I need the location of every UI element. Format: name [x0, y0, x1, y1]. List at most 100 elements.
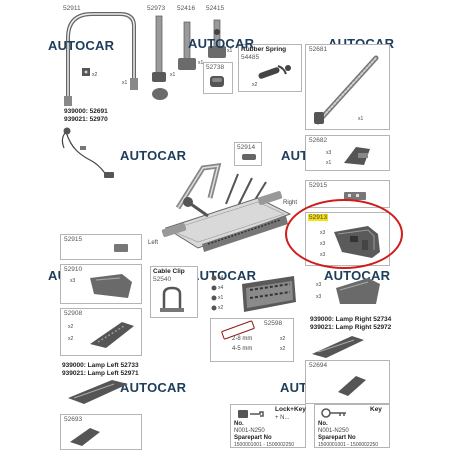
- panel-52693: [60, 414, 142, 450]
- light-bar-illustration: [242, 276, 296, 312]
- watermark: AUTOCAR: [188, 36, 255, 51]
- qty: x2: [68, 336, 74, 342]
- part-number: 52693: [64, 416, 83, 423]
- bolt-spec-2: 4-5 mm: [232, 346, 253, 352]
- watermark: AUTOCAR: [48, 38, 115, 53]
- key-no-label: No.: [318, 421, 328, 427]
- qty: x3: [70, 278, 76, 284]
- panel-52738: [203, 62, 233, 94]
- part-number: 52910: [64, 266, 83, 273]
- part-number: 52682: [309, 137, 328, 144]
- knob-illustration: [210, 76, 224, 87]
- watermark: AUTOCAR: [190, 268, 257, 283]
- part-number: 52915: [309, 182, 328, 189]
- qty: x1: [170, 72, 176, 78]
- lock-key-title: Lock+Key: [275, 406, 306, 413]
- panel-52682: [305, 135, 390, 171]
- spacer-illustration: [221, 320, 255, 340]
- part-number: 52738: [206, 64, 225, 71]
- qty: x1: [326, 160, 332, 166]
- cover-cap-illustration: [70, 428, 100, 446]
- end-cap-illustration: [338, 376, 366, 396]
- part-number: 52598: [264, 320, 283, 327]
- part-title: Cable Clip: [153, 268, 185, 275]
- part-number: 52911: [63, 5, 81, 12]
- lock-n-value: + N...: [275, 415, 290, 421]
- label-right: Right: [283, 200, 298, 206]
- key-sparepart-range: 1500001001 - 1500002250: [318, 442, 379, 448]
- panel-52915-left: [60, 234, 142, 260]
- lamp-left-illustration: [90, 322, 134, 348]
- cable-label-2: 939021: 52970: [64, 116, 108, 123]
- arm-clamp-illustration: [152, 15, 226, 100]
- panel-52694: [305, 360, 390, 404]
- qty: x4: [218, 275, 224, 281]
- bolt-spec-1: 2-8 mm: [232, 336, 253, 342]
- qty: x3: [326, 150, 332, 156]
- part-number: 52694: [309, 362, 328, 369]
- lock-no-label: No.: [234, 421, 244, 427]
- key-sparepart-label: Sparepart No: [318, 435, 356, 441]
- part-number: 52915: [64, 236, 83, 243]
- lamp-right-full-illustration: [312, 336, 364, 358]
- part-number: 52681: [309, 46, 328, 53]
- lamp-left-full-illustration: [68, 380, 128, 404]
- qty: x3: [316, 294, 322, 300]
- wiring-harness-illustration: [61, 127, 114, 178]
- qty: x1: [198, 60, 204, 66]
- screws-illustration: [211, 275, 217, 311]
- bracket-small-illustration: [114, 244, 128, 252]
- lamp-left-line-2: 939021: Lamp Left 52971: [62, 370, 139, 377]
- bike-carrier-illustration: [161, 163, 292, 252]
- qty: x2: [92, 72, 98, 78]
- lamp-left-line-1: 939000: Lamp Left 52733: [62, 362, 139, 369]
- strap-illustration: [314, 55, 379, 125]
- bracket-illustration: [344, 192, 366, 200]
- part-title: Rubber Spring: [241, 46, 287, 53]
- panel-key: [314, 404, 390, 448]
- part-number: 52914: [237, 144, 256, 151]
- qty: x3: [316, 282, 322, 288]
- lock-no-range: N001-N250: [234, 428, 265, 434]
- lamp-right-line-1: 939000: Lamp Right 52734: [310, 316, 392, 323]
- watermark: AUTOCAR: [324, 268, 391, 283]
- lamp-bracket-right-illustration: [336, 278, 380, 304]
- key-title: Key: [370, 406, 382, 413]
- arch-frame-illustration: [64, 12, 138, 106]
- panel-rubber-spring: [238, 44, 302, 92]
- cable-clip-illustration: [160, 286, 184, 312]
- qty: x2: [280, 346, 286, 352]
- buckle-illustration: [344, 147, 370, 165]
- lamp-right-line-2: 939021: Lamp Right 52972: [310, 324, 392, 331]
- watermark: AUTOCAR: [120, 380, 187, 395]
- qty: x1: [122, 80, 128, 86]
- clip-small-illustration: [242, 154, 256, 160]
- qty: x2: [280, 336, 286, 342]
- label-left: Left: [148, 240, 159, 246]
- qty: x2: [252, 82, 258, 88]
- key-icon: [321, 408, 346, 418]
- panel-52914: [234, 142, 262, 166]
- qty: x1: [358, 116, 364, 122]
- lock-sparepart-label: Sparepart No: [234, 435, 272, 441]
- qty: x1: [227, 48, 233, 54]
- cable-label-1: 939000: 52691: [64, 108, 108, 115]
- part-number: 54485: [241, 54, 260, 61]
- lamp-bracket-left-illustration: [90, 274, 132, 298]
- watermark: AUTOCAR: [120, 148, 187, 163]
- part-number: 52973: [147, 5, 166, 12]
- part-number: 52908: [64, 310, 83, 317]
- lock-icon: [238, 410, 264, 418]
- qty: x2: [218, 305, 224, 311]
- panel-52908: [60, 308, 142, 356]
- qty: x4: [218, 285, 224, 291]
- part-number: 52416: [177, 5, 196, 12]
- rubber-spring-illustration: [258, 65, 291, 79]
- key-no-range: N001-N250: [318, 428, 349, 434]
- highlight-ring: [285, 199, 403, 269]
- qty: x2: [68, 324, 74, 330]
- qty: x1: [218, 295, 224, 301]
- part-number: 52540: [153, 276, 172, 283]
- part-number: 52415: [206, 5, 225, 12]
